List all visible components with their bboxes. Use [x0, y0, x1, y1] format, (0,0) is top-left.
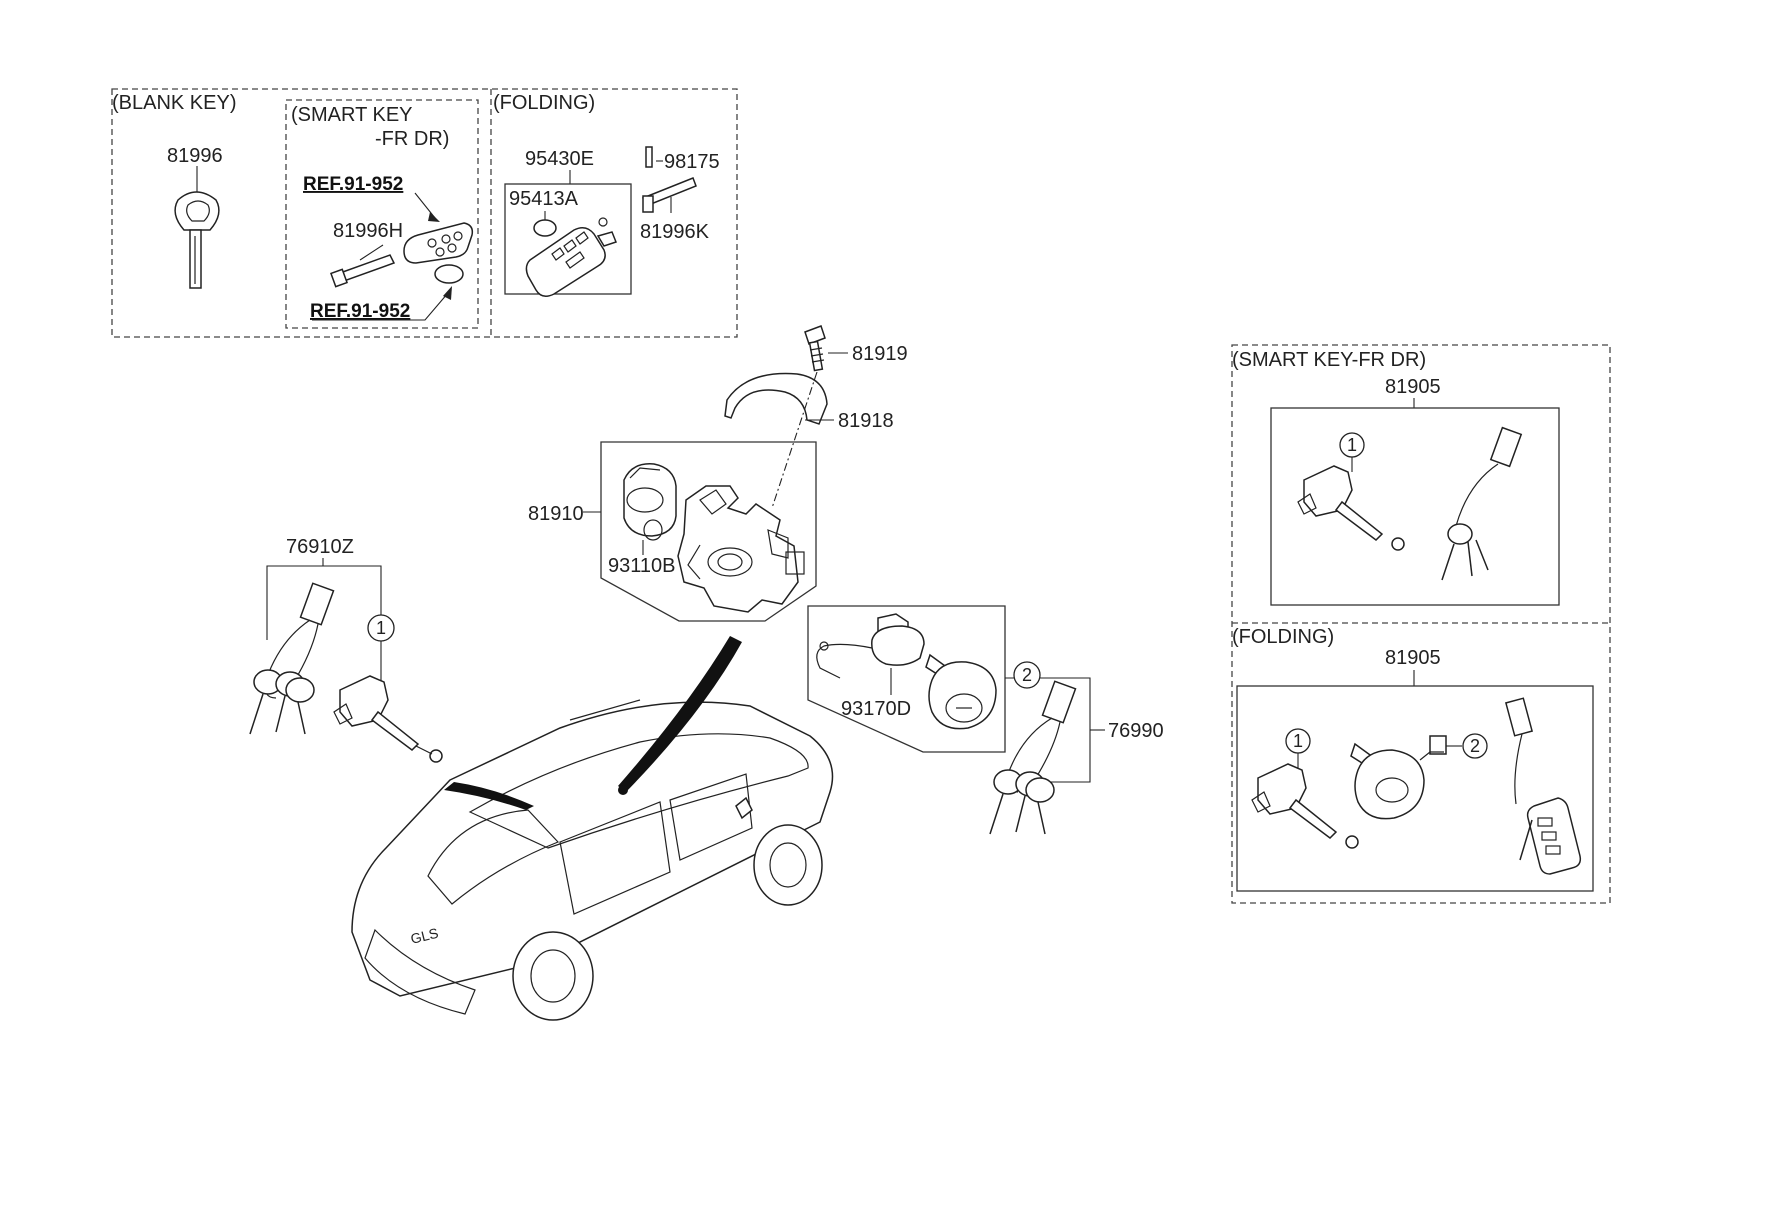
callout-2-fold — [1462, 733, 1488, 759]
callout-2-mid-text: 2 — [1022, 665, 1032, 685]
callout-2-mid — [1013, 661, 1041, 689]
car-rear-door — [559, 801, 671, 915]
callout-1-left-text: 1 — [376, 618, 386, 638]
part-81996H-label: 81996H — [333, 220, 403, 242]
part-76910Z-bracket — [266, 565, 382, 690]
smart-key-label-line2: -FR DR) — [375, 128, 449, 150]
car-roof-glass — [468, 733, 809, 849]
car-rear-window — [427, 809, 560, 905]
ignition-location-dot — [618, 785, 628, 795]
folding-key-fob-right-icon — [1504, 697, 1582, 875]
bolt-81919-icon — [804, 325, 826, 372]
part-81905-folding-label: 81905 — [1385, 647, 1441, 669]
callout-1-fold-text: 1 — [1293, 731, 1303, 751]
shroud-81918-icon — [724, 372, 828, 425]
pointer-car-door-lock — [444, 782, 534, 810]
car-rear-bumper — [364, 928, 476, 1015]
key-ring-mid-icon — [989, 680, 1077, 835]
part-93110B-label: 93110B — [608, 555, 675, 577]
car-front-door — [669, 773, 753, 861]
car-door-handle-lock — [735, 796, 753, 820]
part-76990-bracket — [1005, 677, 1091, 783]
steering-lock-body-icon — [677, 485, 805, 613]
key-ring-left-icon — [249, 582, 335, 735]
car-illustration: GLS — [351, 636, 834, 1021]
folding-top-label: (FOLDING) — [493, 92, 595, 114]
key-set-76990: 76990 2 — [989, 661, 1164, 835]
door-lock-cylinder-smart-icon — [1297, 465, 1405, 551]
right-outer-box — [1231, 344, 1611, 904]
callout-2-fold-text: 2 — [1470, 736, 1480, 756]
folding-key-fob-icon — [525, 217, 617, 297]
car-rear-wheel — [512, 931, 594, 1021]
door-lock-cylinder-folding-icon — [1251, 763, 1359, 849]
ref-lower-arrow — [443, 286, 452, 300]
part-76910Z-label: 76910Z — [286, 536, 354, 558]
install-centerline — [771, 371, 818, 509]
car-roof-rail — [569, 699, 641, 721]
pin-98175-icon — [645, 146, 653, 168]
ref-91-952-upper: REF.91-952 — [303, 174, 403, 195]
callout-1-left — [367, 614, 395, 642]
part-93170D-label: 93170D — [841, 698, 911, 720]
part-98175-label: 98175 — [664, 151, 720, 173]
right-key-groups: (SMART KEY-FR DR) 81905 1 (FOLDING) 8190… — [1231, 344, 1611, 904]
ref-upper-arrow — [428, 212, 440, 222]
folding-key-set-box — [1236, 685, 1594, 892]
part-81918-label: 81918 — [838, 410, 894, 432]
top-key-groups: (BLANK KEY) (SMART KEY -FR DR) (FOLDING)… — [111, 88, 738, 338]
car-body-icon — [351, 701, 834, 997]
ref-lower-leader — [312, 292, 449, 321]
smart-key-label-line1: (SMART KEY — [291, 104, 413, 126]
ref-91-952-lower: REF.91-952 — [310, 301, 410, 322]
part-81919-label: 81919 — [852, 343, 908, 365]
folding-right-label: (FOLDING) — [1232, 626, 1334, 648]
ignition-switch-93170D-box — [807, 605, 1006, 753]
key-cylinder-93110B-icon — [623, 463, 677, 541]
part-81996H-leader — [359, 244, 384, 261]
key-set-76910Z: 76910Z 1 — [249, 536, 443, 763]
smart-key-set-box — [1270, 407, 1560, 606]
part-81996-label: 81996 — [167, 145, 223, 167]
folding-key-box — [504, 183, 632, 295]
ignition-assembly: 81919 81918 81910 93110B — [528, 325, 1006, 753]
coin-battery-icon — [434, 264, 464, 284]
car-front-wheel — [753, 824, 823, 906]
callout-1-smart-text: 1 — [1347, 435, 1357, 455]
part-81910-label: 81910 — [528, 503, 584, 525]
part-81996K-label: 81996K — [640, 221, 710, 243]
key-ring-smart-icon — [1441, 426, 1523, 581]
car-badge: GLS — [409, 925, 440, 947]
smart-key-inner-box — [285, 99, 479, 329]
smart-key-fob-icon — [330, 222, 474, 288]
blank-key-icon — [174, 191, 220, 289]
door-lock-cylinder-left-icon — [333, 675, 443, 763]
smart-key-fr-dr-label: (SMART KEY-FR DR) — [1232, 349, 1426, 371]
ignition-switch-93170D-icon — [816, 613, 997, 730]
blank-key-label: (BLANK KEY) — [112, 92, 236, 114]
part-81905-smart-label: 81905 — [1385, 376, 1441, 398]
part-95430E-label: 95430E — [525, 148, 594, 170]
key-blade-81996K-head — [642, 195, 654, 213]
pointer-car-ignition — [618, 636, 742, 792]
part-95413A-label: 95413A — [509, 188, 579, 210]
part-76990-label: 76990 — [1108, 720, 1164, 742]
key-groups-outer-box — [111, 88, 738, 338]
lock-set-81910-box — [600, 441, 817, 622]
ignition-switch-folding-icon — [1350, 735, 1447, 820]
